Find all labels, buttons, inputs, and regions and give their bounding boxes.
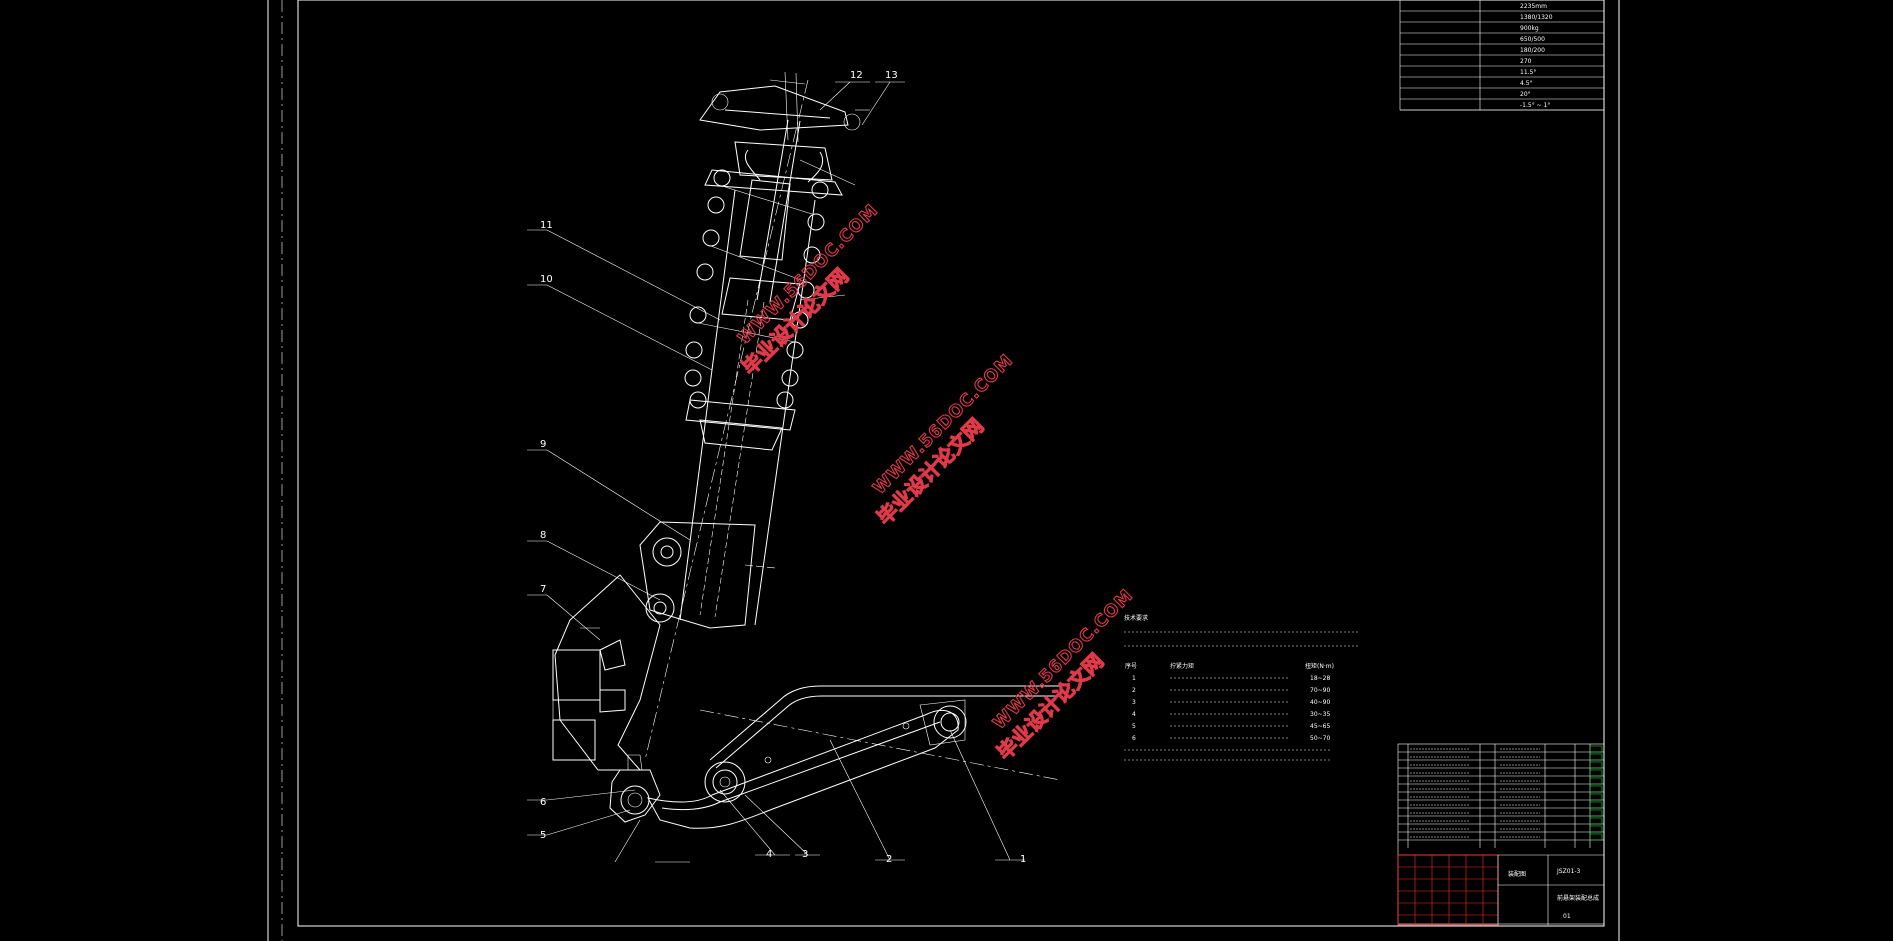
drawing-frame xyxy=(267,0,1620,941)
notes-heading: 技术要求 xyxy=(1124,614,1148,622)
param-value: 1380/1320 xyxy=(1520,14,1553,21)
callout-3: 3 xyxy=(802,849,808,860)
param-value: 180/200 xyxy=(1520,47,1545,54)
torque-row-value: 50~70 xyxy=(1310,735,1330,742)
coil-spring xyxy=(684,169,829,409)
callout-4: 4 xyxy=(766,849,772,860)
param-value: 900kg xyxy=(1520,25,1539,32)
drawing-title: 装配图 xyxy=(1508,870,1526,878)
torque-row-no: 4 xyxy=(1132,711,1136,718)
callout-1: 1 xyxy=(1020,854,1026,865)
lower-control-arm xyxy=(647,685,1061,829)
torque-row-value: 70~90 xyxy=(1310,687,1330,694)
torque-row-no: 2 xyxy=(1132,687,1136,694)
param-value: 20° xyxy=(1520,91,1531,98)
callouts: 11 10 9 8 7 6 5 4 3 2 1 12 13 xyxy=(527,70,1026,865)
param-value: 270 xyxy=(1520,58,1532,65)
callout-13: 13 xyxy=(885,70,898,81)
param-value: -1.5° ~ 1° xyxy=(1520,102,1550,109)
torque-row-value: 18~28 xyxy=(1310,675,1330,682)
callout-11: 11 xyxy=(540,220,553,231)
torque-row-no: 6 xyxy=(1132,735,1136,742)
callout-10: 10 xyxy=(540,274,553,285)
torque-row-value: 30~35 xyxy=(1310,711,1330,718)
callout-7: 7 xyxy=(540,584,546,595)
callout-2: 2 xyxy=(886,854,892,865)
title-block: 装配图 JSZ01-3 前悬架装配总成 01 xyxy=(1397,743,1605,926)
callout-5: 5 xyxy=(540,830,546,841)
torque-row-no: 3 xyxy=(1132,699,1136,706)
param-value: 2235mm xyxy=(1520,3,1547,10)
parameter-table: 2235mm 1380/1320 900kg 650/500 180/200 270 11.… xyxy=(1399,0,1605,111)
torque-row-no: 5 xyxy=(1132,723,1136,730)
torque-row-value: 40~90 xyxy=(1310,699,1330,706)
torque-row-value: 45~65 xyxy=(1310,723,1330,730)
watermark-url: WWW.56DOC.COM xyxy=(869,351,1017,499)
watermark-url: WWW.56DOC.COM xyxy=(989,586,1137,734)
drawing-subtitle: 前悬架装配总成 xyxy=(1557,894,1599,902)
torque-header-no: 序号 xyxy=(1125,662,1137,670)
param-value: 11.5° xyxy=(1520,69,1536,76)
strut-assembly xyxy=(552,71,861,823)
technical-notes: 技术要求 序号 拧紧力矩 扭矩(N·m) 1 18~28 2 70~90 3 40~90 4… xyxy=(1124,614,1360,761)
param-value: 4.5° xyxy=(1520,80,1533,87)
watermark-3: WWW.56DOC.COM 毕业设计论文网 xyxy=(989,585,1138,765)
drawing-code: JSZ01-3 xyxy=(1556,868,1580,875)
callout-8: 8 xyxy=(540,530,546,541)
watermark-2: WWW.56DOC.COM 毕业设计论文网 xyxy=(869,350,1018,530)
param-value: 650/500 xyxy=(1520,36,1545,43)
torque-header-name: 拧紧力矩 xyxy=(1170,662,1194,670)
callout-6: 6 xyxy=(540,797,546,808)
torque-row-no: 1 xyxy=(1132,675,1136,682)
callout-9: 9 xyxy=(540,439,546,450)
torque-header-value: 扭矩(N·m) xyxy=(1305,662,1334,670)
callout-12: 12 xyxy=(850,70,863,81)
sheet-label: 01 xyxy=(1563,913,1571,920)
